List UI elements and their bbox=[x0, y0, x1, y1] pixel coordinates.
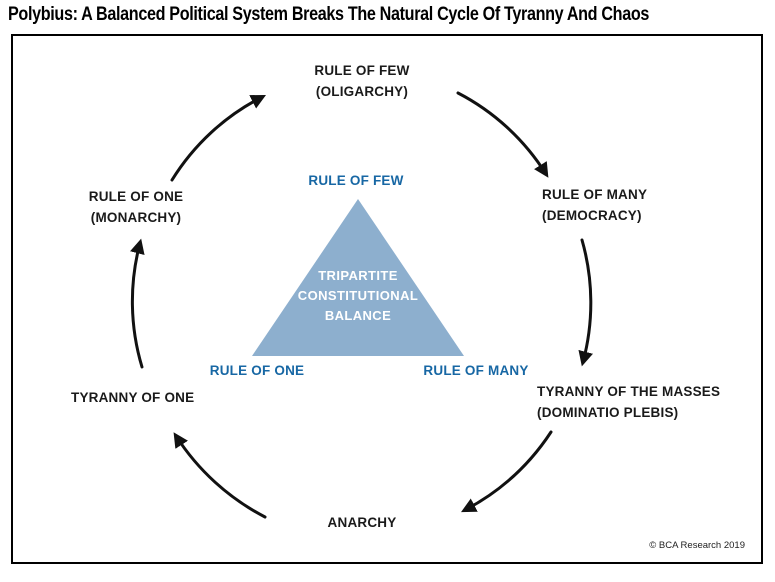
node-label-tyranny-masses: TYRANNY OF THE MASSES (DOMINATIO PLEBIS) bbox=[537, 381, 720, 423]
triangle-corner-label-rule-of-one: RULE OF ONE bbox=[209, 363, 305, 378]
node-label-anarchy-line1: ANARCHY bbox=[327, 515, 397, 530]
node-label-tyranny-masses-line1: TYRANNY OF THE MASSES bbox=[537, 384, 721, 399]
triangle-center-line1: TRIPARTITE bbox=[318, 268, 398, 283]
node-label-oligarchy-line1: RULE OF FEW bbox=[314, 63, 410, 78]
triangle-center-line3: BALANCE bbox=[324, 308, 392, 323]
node-label-democracy: RULE OF MANY (DEMOCRACY) bbox=[542, 184, 647, 226]
copyright-notice: © BCA Research 2019 bbox=[649, 540, 745, 551]
triangle-corner-label-rule-of-many: RULE OF MANY bbox=[423, 363, 529, 378]
triangle-corner-label-rule-of-few: RULE OF FEW bbox=[308, 173, 404, 188]
node-label-oligarchy-line2: (OLIGARCHY) bbox=[315, 84, 409, 99]
diagram-frame bbox=[11, 34, 763, 564]
node-label-democracy-line2: (DEMOCRACY) bbox=[542, 208, 642, 223]
node-label-tyranny-one-line1: TYRANNY OF ONE bbox=[71, 390, 195, 405]
page-title: Polybius: A Balanced Political System Br… bbox=[8, 4, 650, 25]
node-label-anarchy: ANARCHY bbox=[282, 512, 442, 533]
node-label-oligarchy: RULE OF FEW (OLIGARCHY) bbox=[262, 60, 462, 102]
node-label-monarchy: RULE OF ONE (MONARCHY) bbox=[66, 186, 206, 228]
node-label-democracy-line1: RULE OF MANY bbox=[542, 187, 648, 202]
node-label-monarchy-line2: (MONARCHY) bbox=[90, 210, 182, 225]
node-label-tyranny-masses-line2: (DOMINATIO PLEBIS) bbox=[537, 405, 679, 420]
triangle-center-caption: TRIPARTITE CONSTITUTIONAL BALANCE bbox=[258, 266, 458, 326]
triangle-center-line2: CONSTITUTIONAL bbox=[297, 288, 419, 303]
node-label-monarchy-line1: RULE OF ONE bbox=[88, 189, 184, 204]
node-label-tyranny-one: TYRANNY OF ONE bbox=[71, 387, 194, 408]
